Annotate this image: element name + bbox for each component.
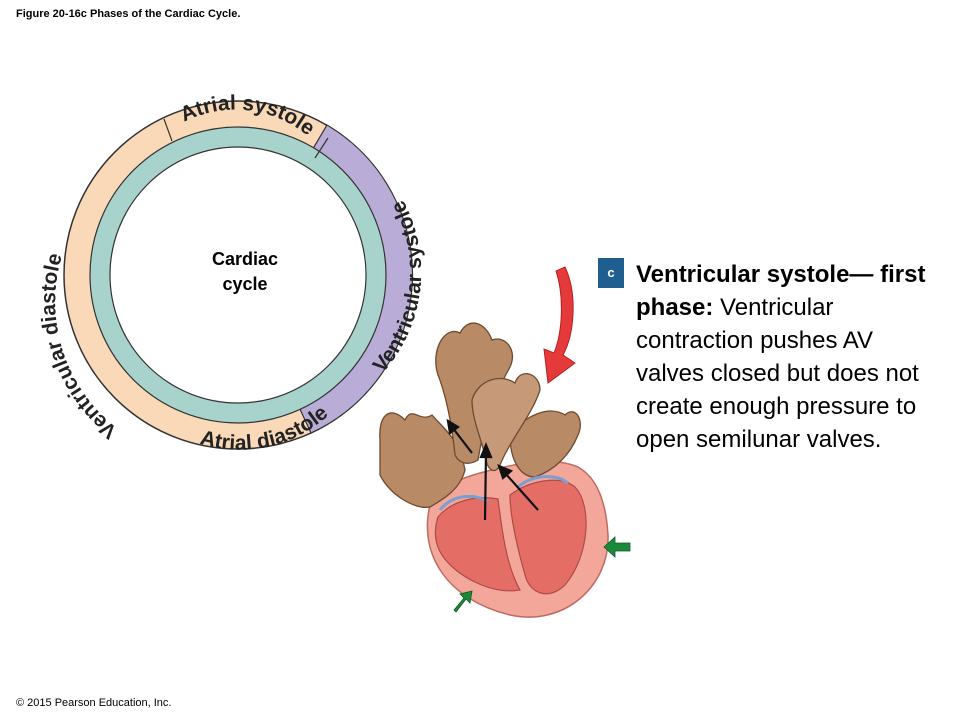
heart-illustration — [379, 266, 631, 618]
left-atrium — [509, 410, 581, 478]
center-label-line2: cycle — [222, 274, 268, 294]
left-ventricle-chamber — [509, 479, 587, 595]
caption-body: Ventricular contraction pushes AV valves… — [636, 294, 919, 453]
panel-caption: Ventricular systole— first phase: Ventri… — [636, 258, 936, 456]
av-valve-left — [517, 475, 569, 489]
divider-atrial-systole-end — [314, 137, 329, 159]
contraction-arrow-bottom-icon — [453, 590, 473, 613]
caption-heading: Ventricular systole— first phase: — [636, 261, 926, 321]
panel-badge: c — [598, 258, 624, 288]
copyright: © 2015 Pearson Education, Inc. — [16, 697, 172, 709]
contraction-arrow-right-icon — [603, 536, 631, 558]
cycle-center-label: Cardiac cycle — [190, 247, 300, 297]
pressure-arrow-icon — [543, 266, 576, 384]
flow-arrows — [446, 418, 539, 521]
cardiac-cycle-diagram: Atrial systole Ventricular systole Atria… — [37, 92, 426, 455]
divider-atrial-systole-start — [163, 118, 173, 142]
figure-title: Figure 20-16c Phases of the Cardiac Cycl… — [16, 8, 241, 20]
center-label-line1: Cardiac — [211, 249, 279, 269]
av-valve-right — [438, 494, 489, 511]
cycle-center — [109, 146, 367, 404]
